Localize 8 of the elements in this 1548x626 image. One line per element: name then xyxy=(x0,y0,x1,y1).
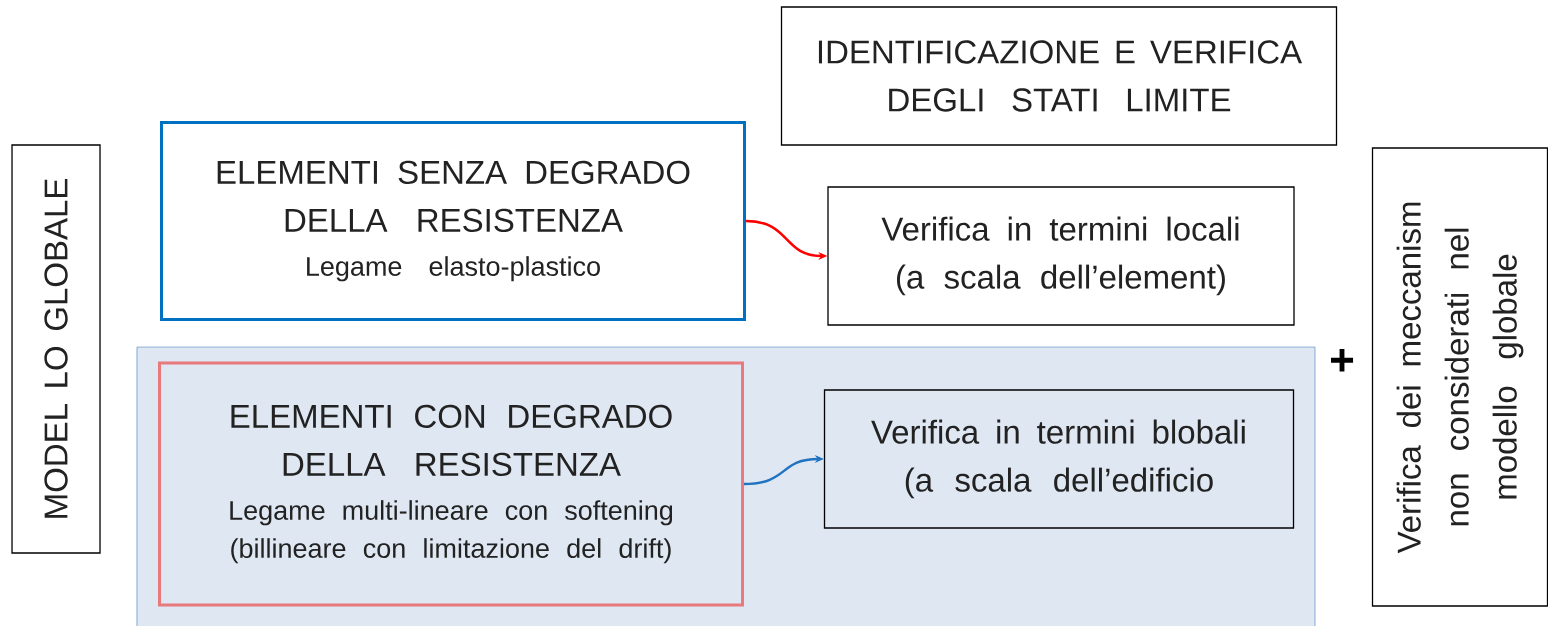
rotated-box: Verifica dei meccanism non considerati nel modello globale xyxy=(1371,147,1548,607)
rotated-box: MODEL LO GLOBALE xyxy=(11,144,101,554)
text-box: ELEMENTI CON DEGRADO DELLA RESISTENZA Legame multi-lineare con softening (billineare con limitazione del drift) xyxy=(158,361,744,607)
text-box: Verifica in termini blobali (a scala dell’edificio xyxy=(823,389,1295,529)
plus-sign: + xyxy=(1331,349,1354,372)
text-box: ELEMENTI SENZA DEGRADO DELLA RESISTENZA Legame elasto-plastico xyxy=(160,121,746,321)
text-box: IDENTIFICAZIONE E VERIFICA DEGLI STATI LIMITE xyxy=(780,6,1338,146)
text-box: Verifica in termini locali (a scala dell’element) xyxy=(827,186,1295,326)
